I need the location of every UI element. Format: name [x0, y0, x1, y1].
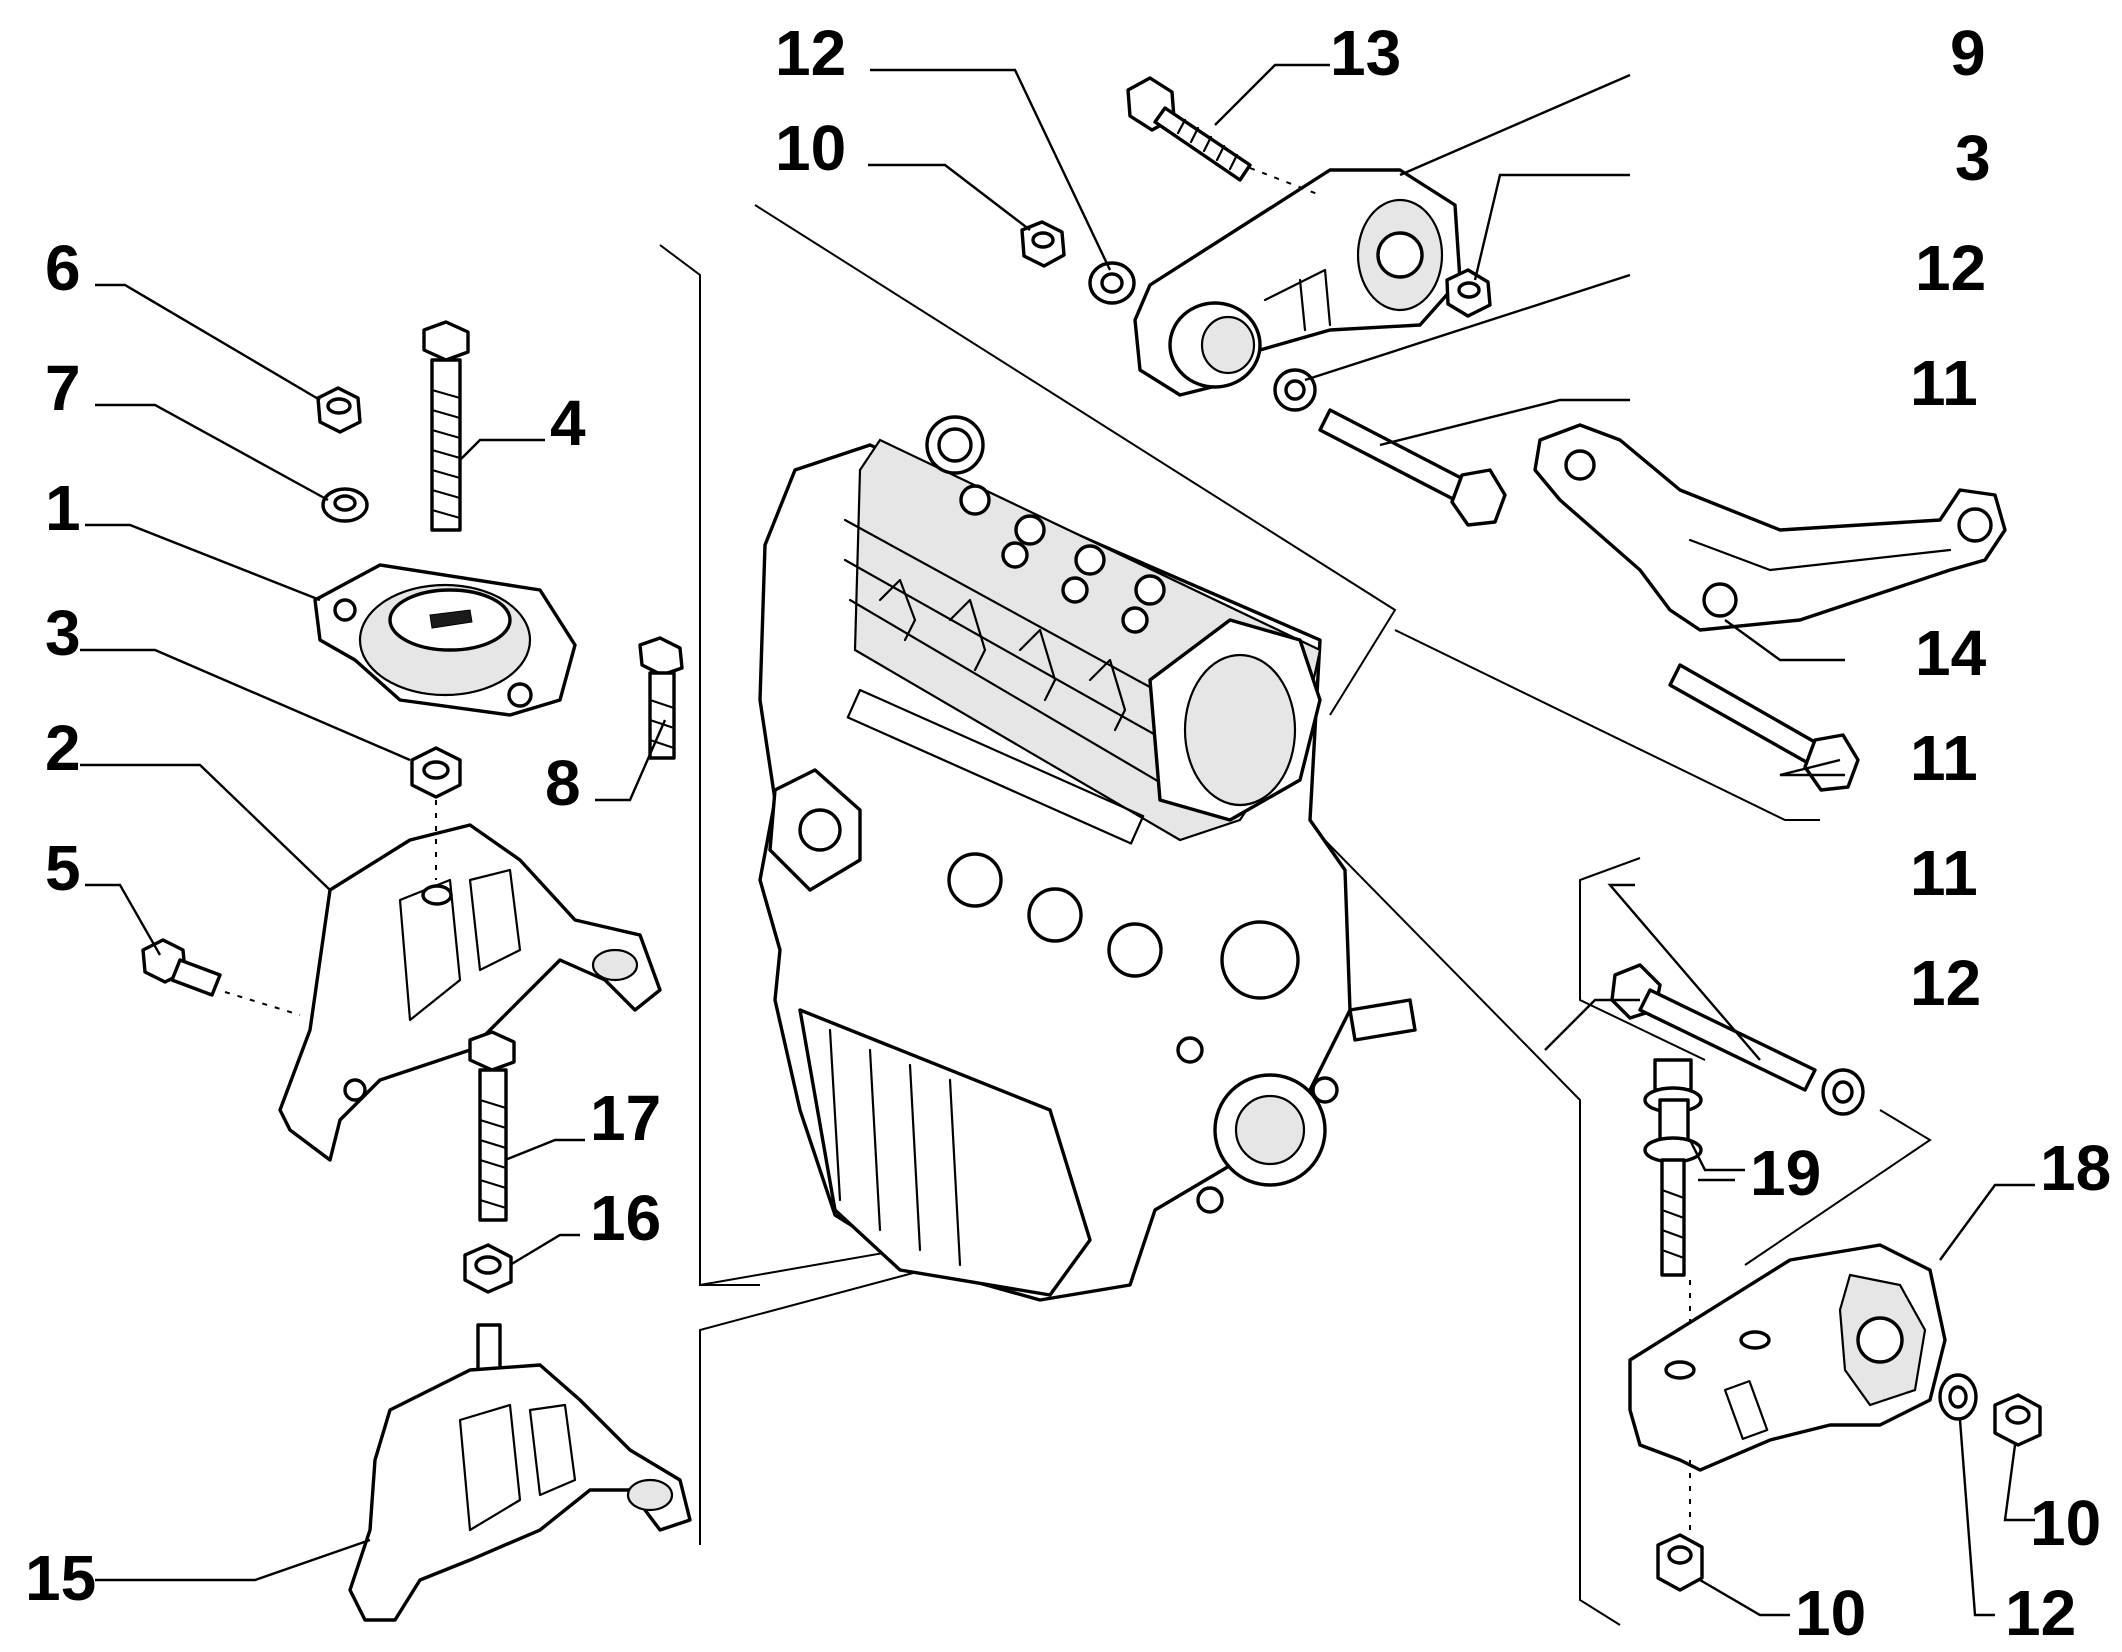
- part-10-nut-right: [1993, 1393, 2042, 1447]
- callout-17: 17: [590, 1082, 661, 1154]
- callout-3-right: 3: [1955, 122, 1991, 194]
- part-16-nut: [463, 1243, 513, 1294]
- leader-lines: [80, 63, 2035, 1617]
- part-11-bolt-b: [1668, 663, 1860, 792]
- part-11-bolt-a: [1318, 408, 1507, 527]
- part-17-stud: [468, 1030, 516, 1222]
- part-4-stud: [422, 320, 470, 532]
- part-1-upper-mount: [313, 563, 577, 717]
- part-14-bracket: [1533, 423, 2007, 632]
- callout-4: 4: [550, 387, 586, 459]
- part-9-torque-rod: [1133, 168, 1462, 397]
- part-15-bracket: [348, 1323, 692, 1622]
- callout-11-a: 11: [1910, 347, 1978, 419]
- callout-10-right: 10: [2030, 1487, 2101, 1559]
- part-18-mount: [1628, 1243, 1947, 1472]
- part-12-washer-top: [1088, 261, 1136, 305]
- part-7-washer: [321, 487, 369, 523]
- callout-8: 8: [545, 747, 581, 819]
- callout-19: 19: [1750, 1137, 1821, 1209]
- part-11-bolt-c: [1610, 963, 1817, 1092]
- callout-2: 2: [45, 712, 81, 784]
- callout-5: 5: [45, 832, 81, 904]
- part-12-washer-bottom: [1938, 1373, 1978, 1421]
- part-12-washer-right: [1821, 1068, 1865, 1116]
- assembly-dash-lines: [224, 167, 1691, 1530]
- callout-11-b: 11: [1910, 722, 1978, 794]
- part-3-nut-left: [410, 746, 462, 799]
- part-6-nut: [316, 386, 362, 434]
- callout-9: 9: [1950, 17, 1986, 89]
- part-19-stud: [1643, 1058, 1703, 1277]
- callout-16: 16: [590, 1182, 661, 1254]
- callout-12-right: 12: [1910, 947, 1981, 1019]
- callout-13: 13: [1330, 17, 1401, 89]
- callout-1: 1: [45, 472, 81, 544]
- callout-3-left: 3: [45, 597, 81, 669]
- callout-11-c: 11: [1910, 837, 1978, 909]
- callout-10-top: 10: [775, 112, 846, 184]
- callout-6: 6: [45, 232, 81, 304]
- engine-block: [758, 415, 1417, 1302]
- callout-12-bottom: 12: [2005, 1577, 2076, 1649]
- part-10-nut-top: [1020, 220, 1066, 268]
- callout-10-bottom: 10: [1795, 1577, 1866, 1649]
- callout-labels: 12 13 9 10 3 12 11 14 11 6 7 4 1 3 8 2 5…: [25, 17, 2111, 1649]
- part-2-bracket: [278, 823, 662, 1162]
- callout-12-top: 12: [775, 17, 846, 89]
- engine-frame-lines: [659, 204, 1932, 1626]
- part-3-nut-right: [1445, 268, 1492, 318]
- callout-18: 18: [2040, 1132, 2111, 1204]
- callout-7: 7: [45, 352, 81, 424]
- callout-15: 15: [25, 1542, 96, 1614]
- part-8-bolt: [638, 636, 684, 760]
- part-13-bolt: [1126, 76, 1252, 182]
- callout-14: 14: [1915, 617, 1987, 689]
- part-10-nut-bottom: [1656, 1533, 1704, 1592]
- part-5-bolt: [141, 938, 222, 997]
- part-12-washer-mid: [1273, 368, 1317, 412]
- callout-12-mid: 12: [1915, 232, 1986, 304]
